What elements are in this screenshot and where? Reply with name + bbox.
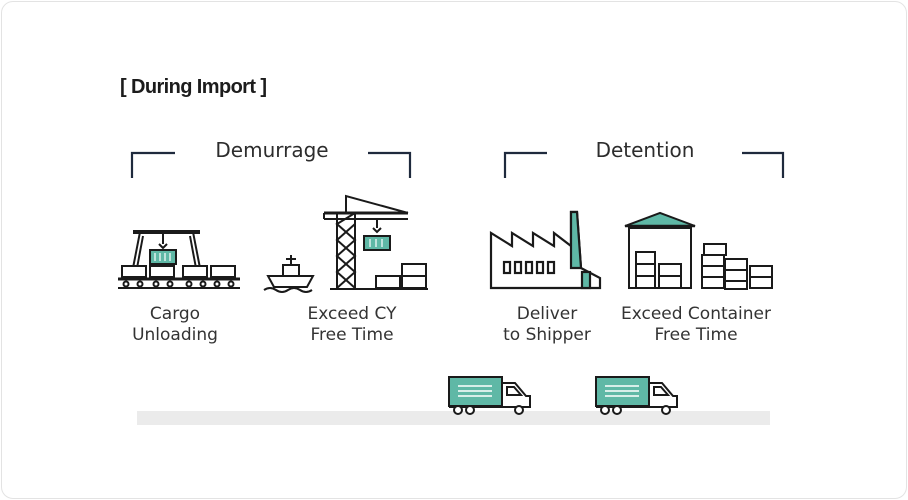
port-crane-ship-icon bbox=[263, 194, 428, 293]
truck-icon bbox=[448, 376, 531, 415]
step-caption-deliver: Deliver to Shipper bbox=[447, 304, 647, 346]
gantry-crane-train-icon bbox=[118, 230, 240, 289]
step-caption-line: Deliver bbox=[516, 304, 578, 324]
detention-bracket bbox=[503, 151, 785, 178]
truck-icon bbox=[595, 376, 678, 415]
demurrage-bracket bbox=[130, 151, 412, 178]
road bbox=[137, 411, 770, 425]
step-caption-line: Exceed Container bbox=[620, 304, 772, 324]
step-caption-line: Free Time bbox=[654, 325, 738, 345]
detention-label: Detention bbox=[595, 138, 695, 162]
step-caption-line: Unloading bbox=[132, 325, 218, 345]
warehouse-containers-icon bbox=[624, 211, 773, 290]
step-caption-line: Cargo bbox=[149, 304, 201, 324]
step-caption-cargo-unloading: Cargo Unloading bbox=[75, 304, 275, 346]
page-title: [ During Import ] bbox=[120, 76, 267, 98]
step-caption-exceed-cy: Exceed CY Free Time bbox=[252, 304, 452, 346]
step-caption-line: to Shipper bbox=[503, 325, 591, 345]
step-caption-line: Exceed CY bbox=[307, 304, 397, 324]
factory-icon bbox=[489, 210, 602, 290]
step-caption-line: Free Time bbox=[310, 325, 394, 345]
demurrage-label: Demurrage bbox=[215, 138, 329, 162]
step-caption-exceed-container: Exceed Container Free Time bbox=[596, 304, 796, 346]
